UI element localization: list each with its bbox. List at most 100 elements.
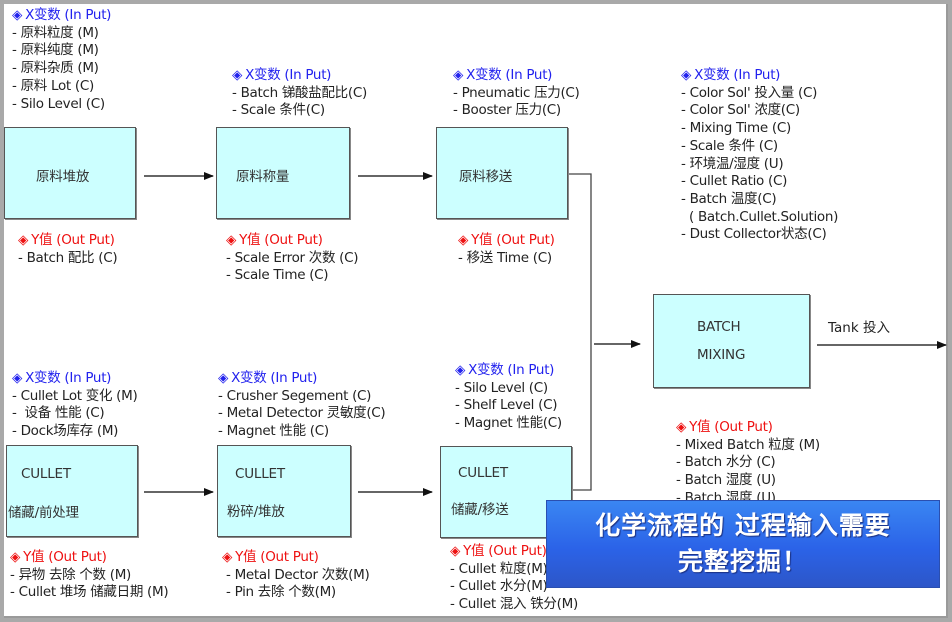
step-label-line1: CULLET: [21, 466, 71, 482]
step-box-raw-transfer: 原料移送: [436, 127, 568, 219]
diamond-bullet-icon: ◈: [458, 232, 469, 248]
step-label: 原料称量: [236, 169, 290, 185]
step-label-line1: BATCH: [697, 319, 741, 335]
output-header: ◈Y值 (Out Put): [226, 232, 323, 248]
output-item: - Cullet 粒度(M): [450, 560, 548, 577]
input-header: ◈X变数 (In Put): [232, 67, 332, 83]
output-item: - Batch 水分 (C): [676, 454, 776, 471]
input-item: - 原料 Lot (C): [12, 77, 94, 94]
output-item: - Scale Error 次数 (C): [226, 249, 359, 266]
input-header: ◈X变数 (In Put): [12, 370, 112, 386]
diamond-bullet-icon: ◈: [681, 67, 692, 83]
input-item: - Cullet Ratio (C): [681, 173, 788, 190]
diamond-bullet-icon: ◈: [226, 232, 237, 248]
input-item: - 原料杂质 (M): [12, 60, 99, 77]
batch-mixing-inputs: ◈X变数 (In Put) - Color Sol' 投入量 (C) - Col…: [681, 67, 838, 244]
input-item: - 原料纯度 (M): [12, 42, 99, 59]
input-item: - Scale 条件 (C): [681, 137, 778, 154]
diamond-bullet-icon: ◈: [232, 67, 243, 83]
input-item: - Pneumatic 压力(C): [453, 84, 580, 101]
output-item: - Cullet 水分(M): [450, 578, 548, 595]
raw-weigh-inputs: ◈X变数 (In Put) - Batch 锑酸盐配比(C) - Scale 条…: [232, 67, 367, 120]
batch-mixing-outputs: ◈Y值 (Out Put) - Mixed Batch 粒度 (M) - Bat…: [676, 419, 820, 508]
diamond-bullet-icon: ◈: [10, 549, 21, 565]
step-box-raw-weigh: 原料称量: [216, 127, 350, 219]
step-label-line1: CULLET: [235, 466, 285, 482]
raw-transfer-outputs: ◈Y值 (Out Put) - 移送 Time (C): [458, 232, 555, 267]
input-item: - Batch 温度(C): [681, 190, 777, 207]
diamond-bullet-icon: ◈: [12, 370, 23, 386]
raw-pile-inputs: ◈X变数 (In Put) - 原料粒度 (M) - 原料纯度 (M) - 原料…: [12, 7, 111, 113]
output-header: ◈Y值 (Out Put): [450, 543, 547, 559]
output-item: - Cullet 混入 铁分(M): [450, 596, 578, 613]
raw-weigh-outputs: ◈Y值 (Out Put) - Scale Error 次数 (C) - Sca…: [226, 232, 359, 285]
input-item: - 设备 性能 (C): [12, 405, 105, 422]
output-header: ◈Y值 (Out Put): [458, 232, 555, 248]
output-item: - Batch 配比 (C): [18, 249, 118, 266]
input-item: - Dust Collector状态(C): [681, 226, 827, 243]
output-header: ◈Y值 (Out Put): [18, 232, 115, 248]
input-item: - Magnet 性能(C): [455, 415, 562, 432]
diamond-bullet-icon: ◈: [455, 362, 466, 378]
cullet-store-inputs: ◈X变数 (In Put) - Cullet Lot 变化 (M) - 设备 性…: [12, 370, 138, 441]
input-item: - Scale 条件(C): [232, 102, 325, 119]
diamond-bullet-icon: ◈: [450, 543, 461, 559]
step-label-line2: 储藏/前处理: [8, 505, 79, 521]
cullet-transfer-inputs: ◈X变数 (In Put) - Silo Level (C) - Shelf L…: [455, 362, 562, 433]
diamond-bullet-icon: ◈: [222, 549, 233, 565]
input-item: - Batch 锑酸盐配比(C): [232, 84, 367, 101]
input-item: - Color Sol' 浓度(C): [681, 102, 800, 119]
cullet-store-outputs: ◈Y值 (Out Put) - 异物 去除 个数 (M) - Cullet 堆场…: [10, 549, 169, 602]
output-header: ◈Y值 (Out Put): [10, 549, 107, 565]
output-item: - 异物 去除 个数 (M): [10, 566, 132, 583]
input-item: - Magnet 性能 (C): [218, 423, 329, 440]
input-header: ◈X变数 (In Put): [218, 370, 318, 386]
diamond-bullet-icon: ◈: [12, 7, 23, 23]
step-label-line2: 储藏/移送: [451, 502, 509, 518]
input-item: - Booster 压力(C): [453, 102, 561, 119]
input-item: - Shelf Level (C): [455, 397, 558, 414]
input-item: - Metal Detector 灵敏度(C): [218, 405, 386, 422]
output-item: - 移送 Time (C): [458, 249, 552, 266]
input-item: - Color Sol' 投入量 (C): [681, 84, 818, 101]
cullet-crush-inputs: ◈X变数 (In Put) - Crusher Segement (C) - M…: [218, 370, 386, 441]
raw-transfer-inputs: ◈X变数 (In Put) - Pneumatic 压力(C) - Booste…: [453, 67, 580, 120]
output-header: ◈Y值 (Out Put): [222, 549, 319, 565]
output-item: - Pin 去除 个数(M): [226, 584, 336, 601]
cullet-transfer-outputs: ◈Y值 (Out Put) - Cullet 粒度(M) - Cullet 水分…: [450, 543, 578, 614]
input-item: - Cullet Lot 变化 (M): [12, 387, 138, 404]
input-item: - Dock场库存 (M): [12, 423, 119, 440]
banner-line2: 完整挖掘！: [677, 547, 808, 576]
input-item: - Crusher Segement (C): [218, 387, 372, 404]
connector-raw-transfer-to-bus: [567, 173, 592, 491]
step-box-cullet-transfer: CULLET 储藏/移送: [440, 446, 572, 538]
step-label-line2: 粉碎/堆放: [227, 504, 285, 520]
input-header: ◈X变数 (In Put): [453, 67, 553, 83]
input-item: - Silo Level (C): [455, 379, 548, 396]
step-box-raw-pile: 原料堆放: [4, 127, 136, 219]
input-item: ( Batch.Cullet.Solution): [681, 208, 839, 225]
diamond-bullet-icon: ◈: [218, 370, 229, 386]
raw-pile-outputs: ◈Y值 (Out Put) - Batch 配比 (C): [18, 232, 118, 267]
input-item: - 原料粒度 (M): [12, 24, 99, 41]
tank-input-label: Tank 投入: [828, 320, 890, 336]
input-header: ◈X变数 (In Put): [455, 362, 555, 378]
step-label: 原料堆放: [36, 169, 90, 185]
callout-banner: 化学流程的 过程输入需要 完整挖掘！: [546, 500, 940, 588]
step-label: 原料移送: [459, 169, 513, 185]
output-item: - Metal Dector 次数(M): [226, 566, 370, 583]
step-box-batch-mixing: BATCH MIXING: [653, 294, 810, 388]
diamond-bullet-icon: ◈: [676, 419, 687, 435]
input-item: - 环境温/湿度 (U): [681, 155, 784, 172]
output-item: - Cullet 堆场 储藏日期 (M): [10, 584, 169, 601]
output-item: - Mixed Batch 粒度 (M): [676, 436, 820, 453]
banner-line1: 化学流程的 过程输入需要: [595, 511, 891, 540]
input-header: ◈X变数 (In Put): [12, 7, 112, 23]
output-header: ◈Y值 (Out Put): [676, 419, 773, 435]
step-box-cullet-crush: CULLET 粉碎/堆放: [217, 445, 351, 537]
step-box-cullet-store: CULLET 储藏/前处理: [6, 445, 138, 537]
diamond-bullet-icon: ◈: [18, 232, 29, 248]
step-label-line2: MIXING: [697, 347, 746, 363]
input-item: - Silo Level (C): [12, 95, 105, 112]
input-header: ◈X变数 (In Put): [681, 67, 781, 83]
